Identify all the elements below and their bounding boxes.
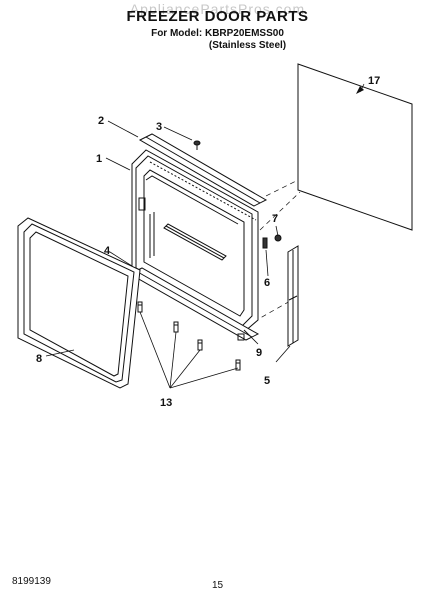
callout-3: 3 (156, 121, 162, 133)
part-5-side-trim (287, 245, 299, 347)
alignment-lines (245, 179, 301, 327)
page-number: 15 (211, 580, 224, 591)
callout-7: 7 (272, 213, 278, 225)
part-9-strip-detail (243, 329, 251, 337)
callout-1: 1 (96, 153, 102, 165)
callout-5: 5 (264, 375, 270, 387)
document-number: 8199139 (12, 576, 51, 587)
part-8-gasket (17, 217, 141, 389)
callout-4: 4 (104, 245, 111, 257)
callout-8: 8 (36, 353, 42, 365)
material-line: (Stainless Steel) (208, 40, 287, 51)
part-17-panel (297, 63, 413, 231)
callout-6: 6 (264, 277, 270, 289)
part-6-hinge-pin (262, 237, 268, 249)
model-line: For Model: KBRP20EMSS00 (151, 28, 284, 39)
callout-2: 2 (98, 115, 104, 127)
callout-17: 17 (368, 75, 380, 87)
arrow-17 (356, 86, 364, 94)
callout-9: 9 (256, 347, 262, 359)
callout-13: 13 (160, 397, 172, 409)
leader-lines (45, 83, 365, 389)
page-title: FREEZER DOOR PARTS (126, 8, 309, 25)
part-3-screw (193, 140, 201, 150)
watermark: AppliancePartsPros.com (129, 1, 306, 17)
part-2-top-trim (138, 133, 268, 207)
